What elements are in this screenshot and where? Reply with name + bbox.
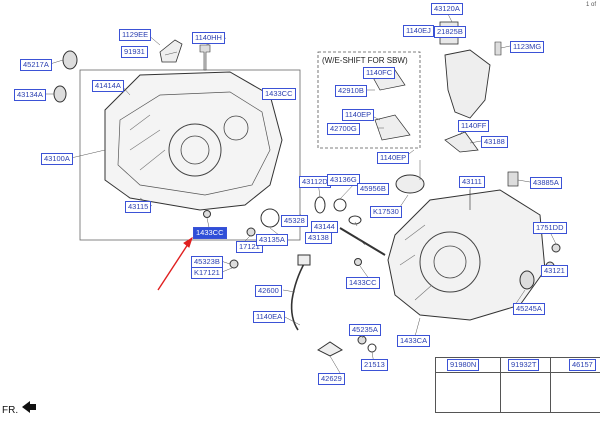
part-label-43120a[interactable]: 43120A xyxy=(431,3,463,15)
part-label-43134a[interactable]: 43134A xyxy=(14,89,46,101)
left-transmission-housing xyxy=(104,71,283,211)
part-label-43188[interactable]: 43188 xyxy=(481,136,508,148)
part-label-1140fc[interactable]: 1140FC xyxy=(363,67,396,79)
part-label-1433cc-upper[interactable]: 1433CC xyxy=(262,88,296,100)
seal-43134a xyxy=(53,85,67,103)
part-label-1140hh[interactable]: 1140HH xyxy=(192,32,225,44)
part-label-1433cc-middle[interactable]: 1433CC xyxy=(346,277,380,289)
part-label-1140ej[interactable]: 1140EJ xyxy=(403,25,434,37)
part-label-43885a[interactable]: 43885A xyxy=(530,177,562,189)
seal-45217a xyxy=(62,50,78,70)
part-label-21513[interactable]: 21513 xyxy=(361,359,388,371)
part-label-45956b[interactable]: 45956B xyxy=(357,183,389,195)
legend-label-46157[interactable]: 46157 xyxy=(569,359,596,371)
front-indicator-label: FR. xyxy=(2,405,19,416)
part-label-43135a[interactable]: 43135A xyxy=(256,234,288,246)
part-label-21825b[interactable]: 21825B xyxy=(434,26,466,38)
part-label-1433cc-selected[interactable]: 1433CC xyxy=(193,227,227,239)
part-label-42629[interactable]: 42629 xyxy=(318,373,345,385)
part-label-43115[interactable]: 43115 xyxy=(125,201,152,213)
part-label-43136g[interactable]: 43136G xyxy=(327,174,360,186)
part-label-k17530[interactable]: K17530 xyxy=(370,206,402,218)
part-label-1140ep-lower[interactable]: 1140EP xyxy=(377,152,410,164)
part-label-45235a[interactable]: 45235A xyxy=(349,324,381,336)
part-label-43100a[interactable]: 43100A xyxy=(41,153,73,165)
part-label-91931[interactable]: 91931 xyxy=(121,46,148,58)
part-label-1123mg[interactable]: 1123MG xyxy=(510,41,545,53)
part-label-41414a[interactable]: 41414A xyxy=(92,80,124,92)
legend-label-91980n[interactable]: 91980N xyxy=(447,359,480,371)
part-label-42910b[interactable]: 42910B xyxy=(335,85,367,97)
inset-title: (W/E-SHIFT FOR SBW) xyxy=(322,56,408,65)
legend-label-91932t[interactable]: 91932T xyxy=(508,359,540,371)
part-label-1751dd[interactable]: 1751DD xyxy=(533,222,567,234)
highlight-arrow xyxy=(157,237,193,291)
part-label-1140ep-inset[interactable]: 1140EP xyxy=(342,109,375,121)
part-label-43112d[interactable]: 43112D xyxy=(299,176,331,188)
part-label-1140ff[interactable]: 1140FF xyxy=(458,120,490,132)
part-label-45328[interactable]: 45328 xyxy=(281,215,308,227)
part-label-42600[interactable]: 42600 xyxy=(255,285,282,297)
part-label-43138[interactable]: 43138 xyxy=(305,232,332,244)
part-label-45217a[interactable]: 45217A xyxy=(20,59,52,71)
part-label-42700g[interactable]: 42700G xyxy=(327,123,360,135)
part-label-43121[interactable]: 43121 xyxy=(541,265,568,277)
part-label-1140ea[interactable]: 1140EA xyxy=(253,311,286,323)
right-transmission-housing xyxy=(387,189,546,321)
page-indicator: 1 of xyxy=(585,2,596,8)
part-label-1129ee[interactable]: 1129EE xyxy=(119,29,152,41)
part-label-1433ca[interactable]: 1433CA xyxy=(397,335,431,347)
front-direction-arrow xyxy=(22,401,36,413)
part-label-43111[interactable]: 43111 xyxy=(459,176,485,188)
part-label-k17121[interactable]: K17121 xyxy=(191,267,223,279)
part-label-45245a[interactable]: 45245A xyxy=(513,303,545,315)
